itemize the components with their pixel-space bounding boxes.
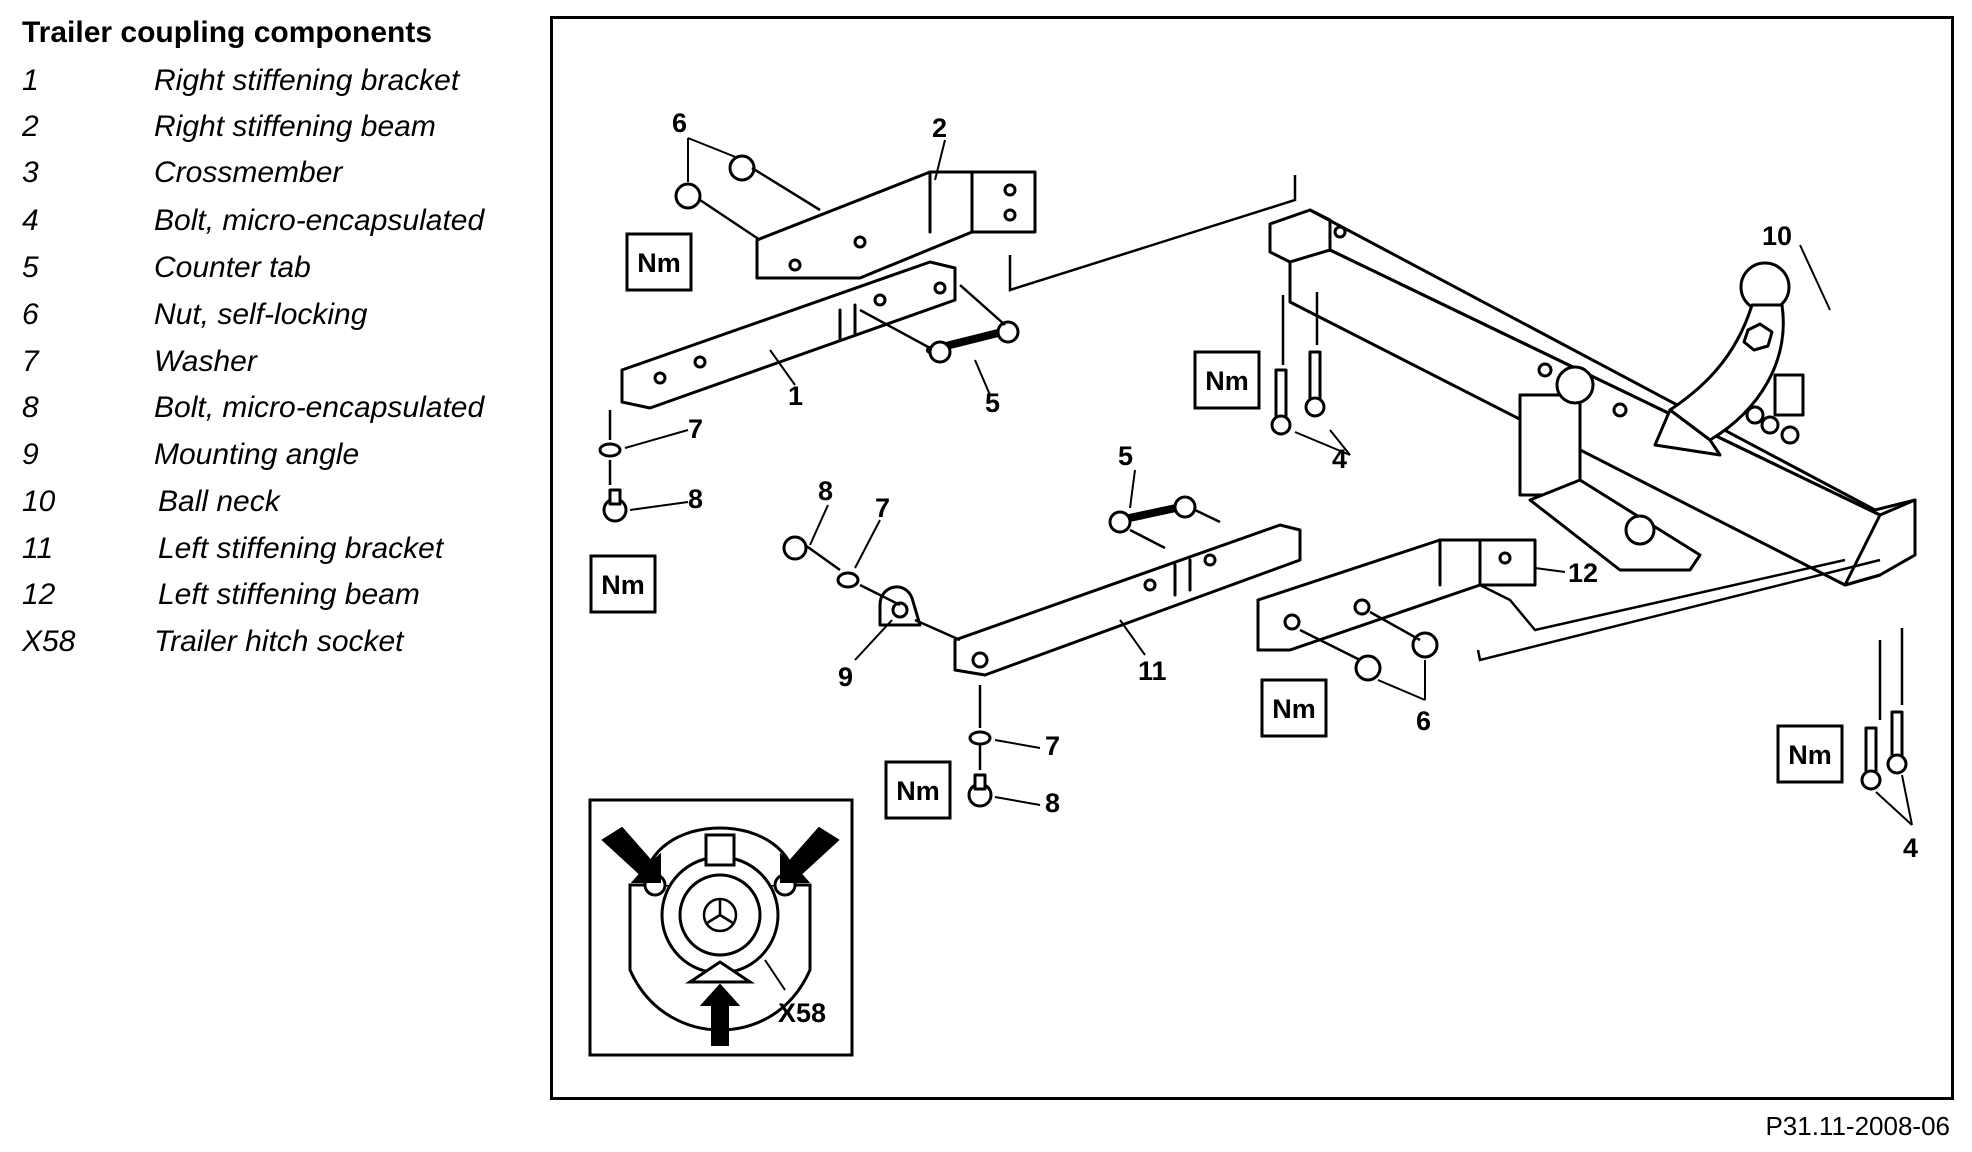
callout-x58: X58 xyxy=(778,998,826,1028)
legend-item-label: Ball neck xyxy=(158,485,280,518)
callout-4-upper: 4 xyxy=(1332,444,1347,474)
callout-9: 9 xyxy=(838,662,853,692)
legend-title: Trailer coupling components xyxy=(22,16,433,49)
legend-item-number: 3 xyxy=(22,156,39,189)
crossmember xyxy=(1268,208,1917,587)
callout-5-lower: 5 xyxy=(1118,441,1133,471)
legend-item-number: 12 xyxy=(22,578,56,611)
bolts-upper xyxy=(1270,350,1326,436)
diagram-frame xyxy=(550,16,1954,1100)
legend-item-number: 11 xyxy=(22,532,54,565)
legend-item-number: 6 xyxy=(22,298,39,331)
torque-label: Nm xyxy=(896,776,940,806)
torque-label: Nm xyxy=(601,570,645,600)
right-stiffening-beam xyxy=(755,170,1037,280)
callout-12: 12 xyxy=(1568,558,1598,588)
legend-item-label: Left stiffening bracket xyxy=(158,532,444,565)
torque-box-4: Nm xyxy=(1260,678,1328,738)
legend-item-number: 4 xyxy=(22,204,39,237)
legend-item-label: Trailer hitch socket xyxy=(154,625,404,658)
callout-8-lower: 8 xyxy=(1045,788,1060,818)
trailer-hitch-socket-inset: X58 xyxy=(588,798,854,1057)
callout-7-lower: 7 xyxy=(1045,731,1060,761)
callout-6-upper: 6 xyxy=(672,108,687,138)
legend-item-label: Mounting angle xyxy=(154,438,360,471)
leader-lines xyxy=(608,166,1904,770)
figure-reference: P31.11-2008-06 xyxy=(1765,1111,1950,1141)
legend-item-number: 10 xyxy=(22,485,56,518)
legend-item-label: Right stiffening bracket xyxy=(154,64,460,97)
legend-item-label: Counter tab xyxy=(154,251,311,284)
callout-leaders xyxy=(624,137,1913,826)
arrow-icon xyxy=(601,826,661,883)
nuts-upper xyxy=(674,154,756,210)
legend-item-label: Crossmember xyxy=(154,156,343,189)
callout-2: 2 xyxy=(932,113,947,143)
legend-item-label: Bolt, micro-encapsulated xyxy=(154,204,485,237)
callout-numbers: 6 2 1 5 10 4 7 8 5 8 7 9 11 12 6 7 8 4 xyxy=(672,108,1918,863)
legend-item-number: 1 xyxy=(22,64,39,97)
callout-1: 1 xyxy=(788,381,803,411)
legend-item-label: Left stiffening beam xyxy=(158,578,420,611)
torque-label: Nm xyxy=(1788,740,1832,770)
legend-item-number: 5 xyxy=(22,251,39,284)
counter-tab-lower xyxy=(1108,495,1197,534)
legend-item-label: Washer xyxy=(154,345,257,378)
callout-7-upper: 7 xyxy=(688,414,703,444)
torque-box-2: Nm xyxy=(589,554,657,614)
bolts-lower xyxy=(1860,710,1908,791)
torque-label: Nm xyxy=(1205,366,1249,396)
legend-item-number: 7 xyxy=(22,345,39,378)
mercedes-star-icon xyxy=(702,897,738,933)
torque-label: Nm xyxy=(1272,694,1316,724)
right-stiffening-bracket xyxy=(620,260,957,410)
callout-5-upper: 5 xyxy=(985,388,1000,418)
ball-neck xyxy=(1653,261,1805,457)
callout-4-lower: 4 xyxy=(1903,833,1918,863)
hardware-mid-left xyxy=(782,535,860,589)
callout-7-mid: 7 xyxy=(875,493,890,523)
legend-item-number: 2 xyxy=(22,110,39,143)
legend-item-number: 9 xyxy=(22,438,39,471)
callout-8-mid: 8 xyxy=(818,476,833,506)
callout-10: 10 xyxy=(1762,221,1792,251)
torque-box-3: Nm xyxy=(1193,350,1261,410)
legend-item-label: Nut, self-locking xyxy=(154,298,368,331)
torque-box-6: Nm xyxy=(1776,724,1844,784)
ball-neck-bolts xyxy=(1745,405,1800,445)
left-stiffening-bracket xyxy=(953,523,1302,677)
arrow-icon xyxy=(699,983,741,1046)
mounting-angle xyxy=(878,585,922,627)
callout-6-lower: 6 xyxy=(1416,706,1431,736)
torque-box-5: Nm xyxy=(884,760,952,820)
legend-item-number: 8 xyxy=(22,391,39,424)
callout-8-upper: 8 xyxy=(688,484,703,514)
hardware-upper-left xyxy=(598,442,628,523)
hardware-lower xyxy=(967,730,993,808)
callout-11: 11 xyxy=(1138,656,1167,686)
torque-label: Nm xyxy=(637,248,681,278)
legend-item-label: Bolt, micro-encapsulated xyxy=(154,391,485,424)
arrow-icon xyxy=(780,826,840,883)
left-stiffening-beam xyxy=(1256,538,1537,652)
counter-tab-upper xyxy=(926,320,1020,364)
torque-box-1: Nm xyxy=(625,232,693,292)
legend-item-label: Right stiffening beam xyxy=(154,110,436,143)
legend-item-number: X58 xyxy=(22,625,76,658)
